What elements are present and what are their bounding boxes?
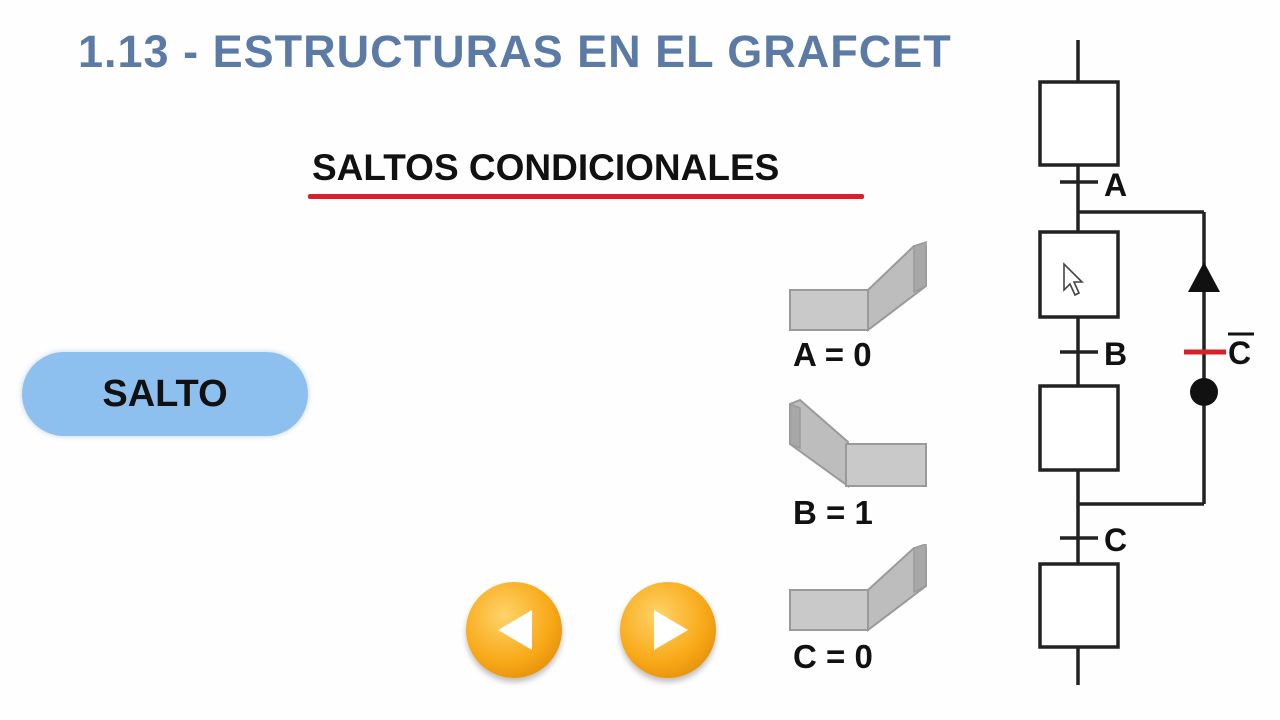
triangle-left-icon (498, 610, 532, 650)
mouse-cursor-icon (1063, 262, 1084, 297)
page-title: 1.13 - ESTRUCTURAS EN EL GRAFCET (78, 26, 952, 77)
grafcet-step (1038, 230, 1120, 319)
transition-label-c: C (1104, 522, 1128, 558)
grafcet-step (1038, 80, 1120, 167)
section-underline (308, 194, 864, 199)
triangle-right-icon (654, 610, 688, 650)
switch-c-icon (789, 544, 927, 633)
arrow-up-icon (1188, 262, 1220, 292)
previous-button[interactable] (466, 582, 562, 678)
switch-b-label: B = 1 (793, 494, 873, 531)
transition-label-a: A (1104, 167, 1128, 203)
jump-condition-label: C (1228, 335, 1252, 371)
salto-button[interactable]: SALTO (22, 352, 308, 436)
grafcet-step (1038, 562, 1120, 649)
jump-dot (1190, 378, 1218, 406)
salto-button-label: SALTO (102, 372, 228, 415)
next-button[interactable] (620, 582, 716, 678)
switch-a-label: A = 0 (793, 336, 872, 373)
grafcet-step (1038, 384, 1120, 472)
switch-a-icon (789, 240, 927, 333)
switch-b-icon (789, 398, 927, 488)
switch-c-label: C = 0 (793, 638, 873, 675)
transition-label-b: B (1104, 336, 1128, 372)
section-title: SALTOS CONDICIONALES (312, 147, 780, 188)
